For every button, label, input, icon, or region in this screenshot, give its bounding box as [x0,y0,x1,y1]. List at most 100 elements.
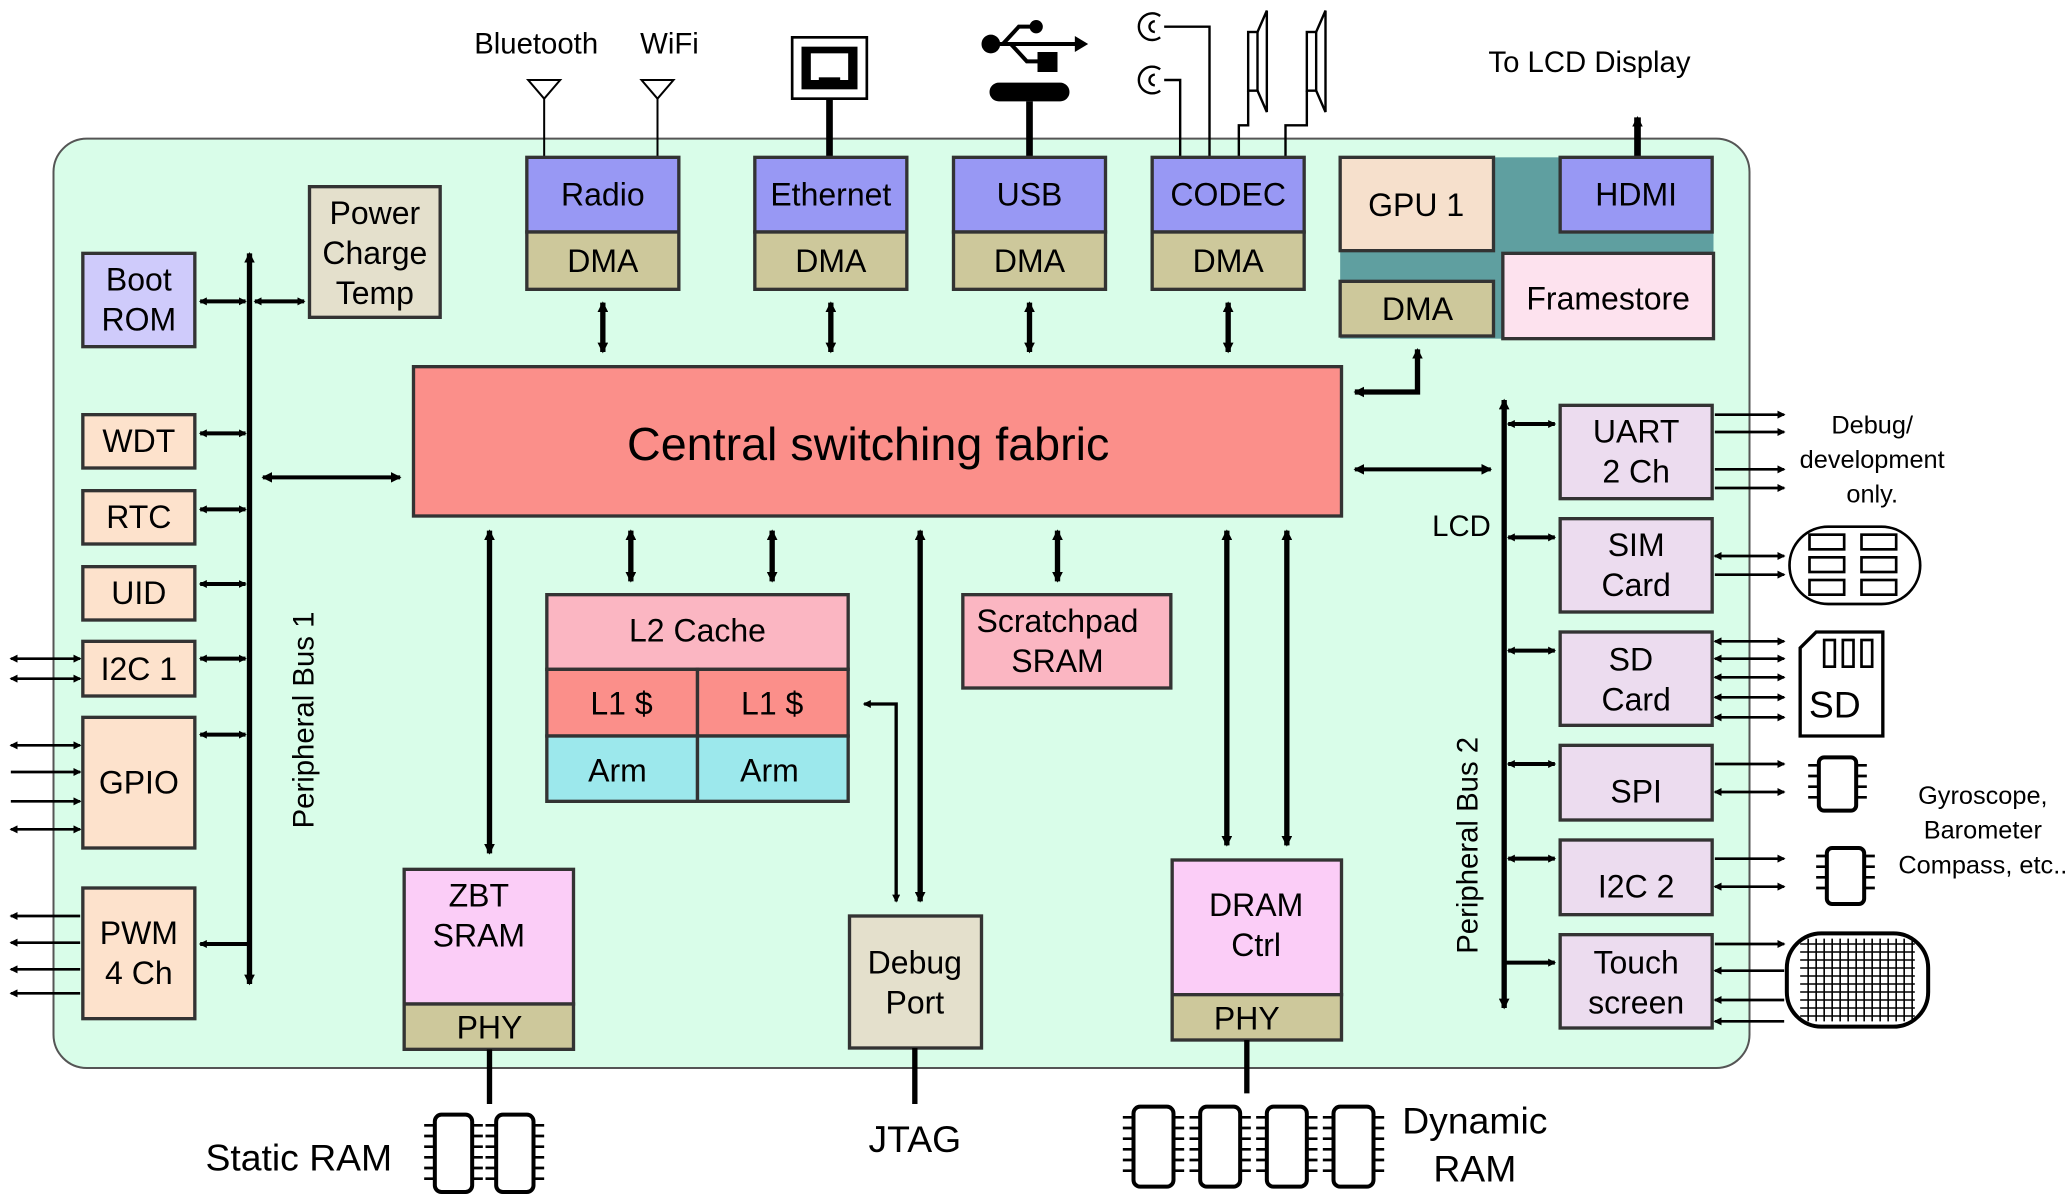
sd-card-block: SD Card [1558,630,1714,727]
svg-text:ZBT: ZBT [449,878,509,914]
sensors-line2: Barometer [1924,817,2043,845]
wifi-label: WiFi [640,27,699,60]
gpio-block: GPIO [81,715,197,850]
svg-text:Debug: Debug [868,944,962,980]
svg-text:L1 $: L1 $ [741,686,803,722]
pwm-block: PWM 4 Ch [81,886,197,1021]
svg-text:Ctrl: Ctrl [1231,927,1281,963]
svg-text:DMA: DMA [994,243,1066,279]
svg-text:screen: screen [1588,984,1684,1020]
debug-port-block: Debug Port [847,914,984,1050]
i2c-chip-icon [1816,846,1875,906]
to-lcd-label: To LCD Display [1488,46,1690,79]
sd-card-icon: SD [1798,630,1885,738]
svg-text:Card: Card [1601,567,1670,603]
debug-dev-line2: development [1800,446,1945,474]
lcd-label: LCD [1432,510,1491,543]
touchscreen-grid-icon [1784,931,1931,1029]
dram-ctrl-block: DRAM Ctrl PHY [1170,858,1344,1042]
svg-text:Power: Power [329,195,420,231]
bus1-peripheral-arrows [198,297,306,948]
static-ram-label: Static RAM [205,1137,392,1179]
codec-block: CODEC DMA [1150,155,1306,291]
peripheral-bus-2-label: Peripheral Bus 2 [1452,737,1485,954]
svg-text:PHY: PHY [1214,1000,1280,1036]
sensors-line3: Compass, etc.. [1898,851,2067,879]
core-arrows [484,529,1293,903]
uid-block: UID [81,564,197,622]
svg-text:CODEC: CODEC [1170,176,1286,212]
svg-text:4 Ch: 4 Ch [105,955,173,991]
svg-text:L1 $: L1 $ [590,686,652,722]
sim-card-block: SIM Card [1558,516,1714,614]
svg-text:DMA: DMA [1193,243,1265,279]
touch-screen-block: Touch screen [1558,932,1714,1030]
i2c1-block: I2C 1 [81,639,197,698]
spi-block: SPI [1558,743,1714,822]
external-io-arrows-right [1713,410,1786,1026]
svg-text:USB: USB [997,176,1063,212]
sensors-line1: Gyroscope, [1918,782,2048,810]
wdt-block: WDT [81,413,197,470]
svg-text:2 Ch: 2 Ch [1602,454,1670,490]
svg-text:SPI: SPI [1610,774,1662,810]
debug-dev-line1: Debug/ [1831,411,1914,439]
svg-text:Arm: Arm [740,752,799,788]
power-charge-temp-block: Power Charge Temp [307,185,442,319]
zbt-sram-block: ZBT SRAM PHY [402,867,576,1051]
dynamic-ram-line1: Dynamic [1402,1099,1547,1141]
debug-dev-line3: only. [1846,481,1898,509]
svg-text:SD: SD [1809,683,1861,725]
svg-text:SD: SD [1609,642,1653,678]
svg-text:UID: UID [111,575,166,611]
svg-text:Scratchpad: Scratchpad [977,603,1139,639]
dynamic-ram-line2: RAM [1433,1147,1516,1189]
svg-text:Framestore: Framestore [1526,280,1690,316]
dynamic-ram-chips-icon [1122,1104,1385,1189]
svg-text:DMA: DMA [1382,291,1454,327]
svg-text:DMA: DMA [795,243,867,279]
peripheral-bus-1-label: Peripheral Bus 1 [288,612,321,829]
bluetooth-label: Bluetooth [474,27,598,60]
cache-arm-cluster: L2 Cache L1 $ L1 $ Arm Arm [545,593,850,803]
bus2-peripheral-arrows [1504,420,1557,967]
svg-text:DRAM: DRAM [1209,887,1303,923]
svg-text:WDT: WDT [102,423,175,459]
fabric-label: Central switching fabric [627,418,1109,470]
boot-rom-block: Boot ROM [81,251,197,349]
svg-text:UART: UART [1593,414,1680,450]
l1-debug-link [862,700,901,903]
svg-text:SIM: SIM [1608,527,1665,563]
svg-text:Boot: Boot [106,262,172,298]
rtc-block: RTC [81,488,197,546]
uart-block: UART 2 Ch [1558,403,1714,501]
svg-text:Temp: Temp [336,275,414,311]
external-io-arrows-left [9,654,82,998]
central-switching-fabric [411,365,1344,518]
svg-text:ROM: ROM [102,302,177,338]
svg-text:Charge: Charge [322,235,427,271]
static-ram-chips-icon [424,1112,545,1194]
svg-text:I2C 1: I2C 1 [101,651,177,687]
scratchpad-sram-block: Scratchpad SRAM [961,592,1173,690]
ethernet-block: Ethernet DMA [753,155,909,291]
svg-text:SRAM: SRAM [1011,643,1103,679]
svg-text:Arm: Arm [588,752,647,788]
svg-text:PHY: PHY [457,1010,523,1046]
usb-icon [981,20,1089,158]
svg-text:L2 Cache: L2 Cache [629,612,766,648]
svg-text:HDMI: HDMI [1595,176,1677,212]
sim-card-icon [1788,525,1922,606]
svg-text:GPU 1: GPU 1 [1368,187,1464,223]
svg-text:DMA: DMA [567,243,639,279]
usb-block: USB DMA [951,155,1108,291]
ethernet-port-icon [790,36,869,158]
svg-text:PWM: PWM [100,915,178,951]
svg-text:Card: Card [1601,682,1670,718]
jtag-label: JTAG [869,1118,962,1160]
i2c2-block: I2C 2 [1558,838,1714,917]
svg-text:GPIO: GPIO [99,764,179,800]
radio-block: Radio DMA [525,155,681,291]
spi-chip-icon [1808,755,1867,813]
